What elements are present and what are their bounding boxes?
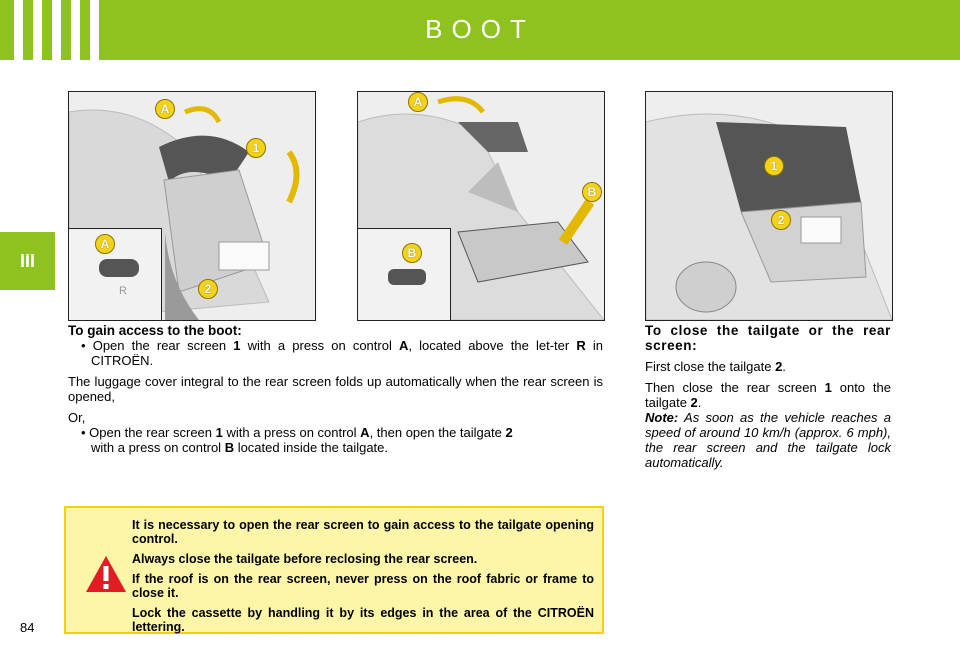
ref-1: 1 <box>824 380 832 395</box>
text: onto the tailgate <box>645 380 891 410</box>
warning-p4: Lock the cassette by handling it by its … <box>132 606 594 634</box>
ref-r: R <box>576 338 586 353</box>
text: in CITROËN. <box>91 338 603 368</box>
badge-b: B <box>582 182 602 202</box>
close-line-1: First close the tailgate 2. <box>645 359 891 374</box>
close-note: Note: As soon as the vehicle reaches a s… <box>645 410 891 470</box>
warning-p3: If the roof is on the rear screen, never… <box>132 572 594 600</box>
open-bullet-2: • Open the rear screen 1 with a press on… <box>81 425 513 455</box>
header-stripe <box>52 0 61 60</box>
note-text: As soon as the vehicle reaches a speed o… <box>645 410 891 470</box>
text: Open the rear screen <box>92 338 234 353</box>
ref-2: 2 <box>505 425 513 440</box>
warning-icon <box>86 556 126 592</box>
chapter-tab: III <box>0 232 55 290</box>
badge-a: A <box>95 234 115 254</box>
text: , then open the tailgate <box>369 425 506 440</box>
text: Open the rear screen <box>89 425 216 440</box>
header-stripe <box>71 0 80 60</box>
figure-close-tailgate <box>645 91 893 321</box>
close-line-2: Then close the rear screen 1 onto the ta… <box>645 380 891 410</box>
warning-p1: It is necessary to open the rear screen … <box>132 518 594 546</box>
ref-1: 1 <box>233 338 241 353</box>
warning-box: It is necessary to open the rear screen … <box>64 506 604 634</box>
open-or: Or, <box>68 410 86 425</box>
open-paragraph: The luggage cover integral to the rear s… <box>68 374 603 404</box>
inset-latch-illustration <box>358 229 450 320</box>
open-instructions: To gain access to the boot: • Open the r… <box>68 323 603 455</box>
inset-handle-illustration: R <box>69 229 161 320</box>
ref-1: 1 <box>215 425 223 440</box>
header-stripe <box>33 0 42 60</box>
text: located inside the tailgate. <box>234 440 389 455</box>
car-closed-illustration <box>646 92 892 320</box>
warning-text: It is necessary to open the rear screen … <box>132 518 594 640</box>
header-stripe <box>14 0 23 60</box>
header-band: BOOT <box>0 0 960 60</box>
text: with a press on control <box>91 440 225 455</box>
page-title: BOOT <box>425 14 535 44</box>
text: Then close the rear screen <box>645 380 825 395</box>
close-instructions: To close the tailgate or the rear screen… <box>645 323 891 470</box>
page-number: 84 <box>20 620 35 635</box>
badge-a: A <box>408 92 428 112</box>
svg-text:R: R <box>119 285 127 297</box>
ref-2: 2 <box>775 359 783 374</box>
note-label: Note: <box>645 410 679 425</box>
warning-p2: Always close the tailgate before reclosi… <box>132 552 478 566</box>
ref-2: 2 <box>690 395 698 410</box>
badge-a: A <box>155 99 175 119</box>
header-stripe <box>90 0 99 60</box>
badge-b: B <box>402 243 422 263</box>
ref-b: B <box>224 440 235 455</box>
text: . <box>782 359 786 374</box>
text: with a press on control <box>222 425 361 440</box>
text: with a press on control <box>240 338 399 353</box>
open-bullet-1: • Open the rear screen 1 with a press on… <box>81 338 603 368</box>
badge-1: 1 <box>764 156 784 176</box>
ref-a: A <box>398 338 409 353</box>
inset-control-a: R <box>68 228 162 321</box>
badge-2: 2 <box>771 210 791 230</box>
open-heading: To gain access to the boot: <box>68 323 242 338</box>
badge-2: 2 <box>198 279 218 299</box>
text: First close the tailgate <box>645 359 776 374</box>
text: , located above the let-ter <box>408 338 577 353</box>
text: . <box>697 395 702 410</box>
close-heading: To close the tailgate or the rear screen… <box>645 323 891 353</box>
inset-control-b <box>357 228 451 321</box>
badge-1: 1 <box>246 138 266 158</box>
ref-a: A <box>360 425 370 440</box>
